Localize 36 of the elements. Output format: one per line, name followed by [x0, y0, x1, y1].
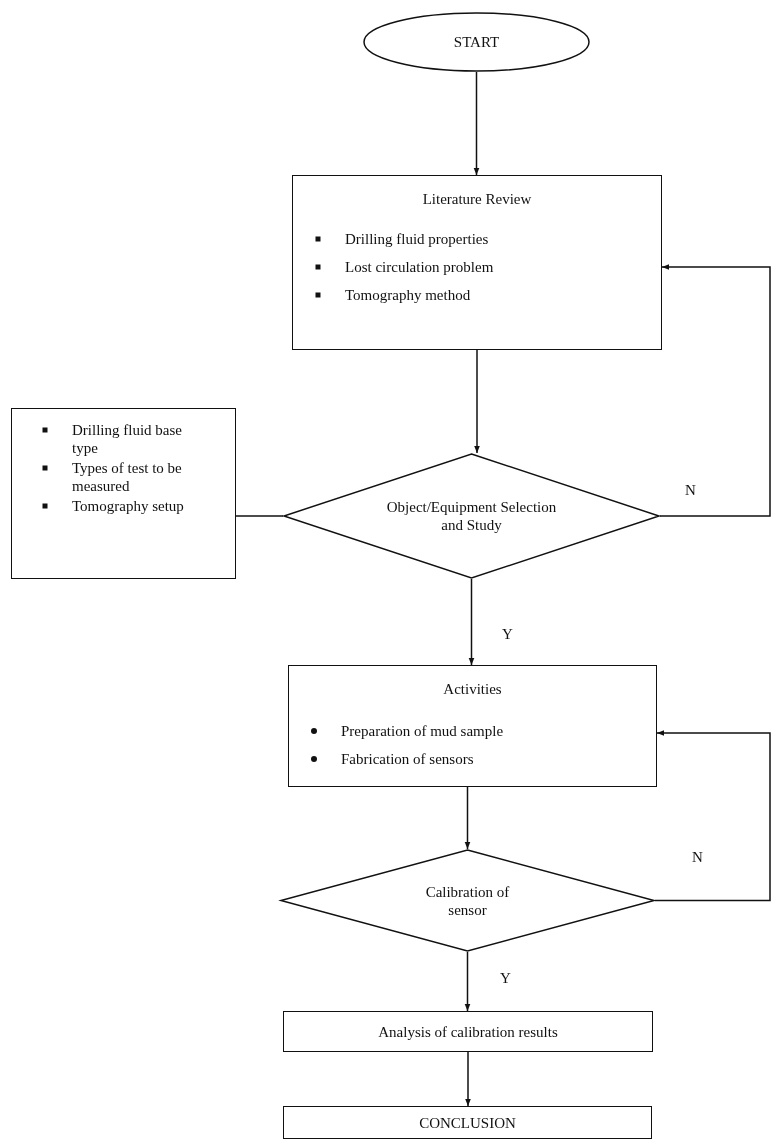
box-heading: Activities — [442, 680, 503, 698]
arrow — [659, 264, 771, 517]
decision-label: Object/Equipment Selection and Study — [385, 498, 558, 534]
bullet-item: Fabrication of sensors — [341, 750, 475, 768]
terminal-label: START — [453, 33, 500, 51]
bullet-item: Tomography method — [345, 286, 472, 304]
bullet-item: Drilling fluid properties — [345, 230, 490, 248]
bullet-item: Drilling fluid base type — [72, 421, 183, 457]
arrow — [468, 578, 475, 666]
connector-line — [235, 515, 284, 517]
edge-label: N — [690, 849, 705, 865]
arrow — [473, 71, 480, 176]
bullet-item: Preparation of mud sample — [341, 722, 505, 740]
arrow — [474, 349, 480, 454]
decision-label: Calibration of sensor — [424, 882, 511, 919]
terminal-box — [283, 1106, 652, 1139]
arrow — [464, 951, 471, 1012]
arrow — [654, 730, 771, 902]
bullet-item: Tomography setup — [72, 497, 185, 515]
process-box — [292, 175, 662, 350]
bullet-item: Lost circulation problem — [345, 258, 495, 276]
step-label: Analysis of calibration results — [378, 1022, 558, 1041]
decision-diamond — [283, 453, 660, 579]
process-box — [288, 665, 657, 787]
decision-diamond — [280, 849, 655, 952]
edge-label: Y — [500, 626, 515, 642]
note-box — [11, 408, 236, 579]
process-box — [283, 1011, 653, 1052]
edge-label: Y — [498, 970, 513, 986]
terminal-ellipse — [363, 12, 590, 72]
arrow — [465, 1051, 471, 1107]
arrow — [464, 786, 471, 850]
bullet-item: Types of test to be measured — [72, 459, 183, 495]
step-label: CONCLUSION — [419, 1113, 516, 1132]
edge-label: N — [683, 482, 698, 498]
box-heading: Literature Review — [421, 190, 533, 208]
